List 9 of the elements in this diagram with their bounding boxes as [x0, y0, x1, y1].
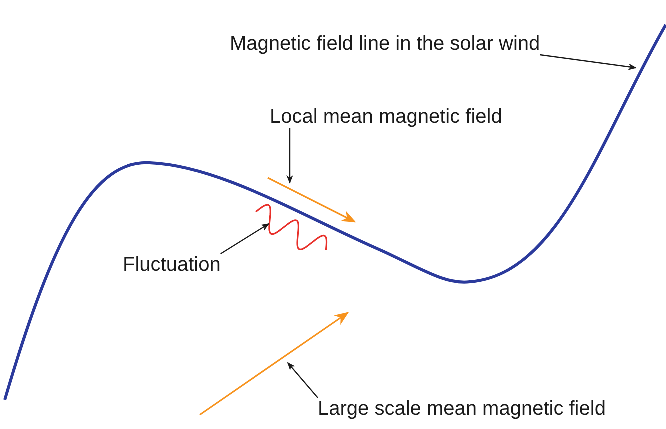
- leader-line: [540, 54, 637, 70]
- callout-text: Large scale mean magnetic field: [318, 398, 606, 420]
- callout-text: Magnetic field line in the solar wind: [230, 33, 540, 55]
- leader-line: [220, 224, 270, 254]
- field-line-curve: [4, 24, 666, 400]
- callout-text: Local mean magnetic field: [270, 106, 502, 128]
- leader-line: [286, 128, 294, 184]
- callout-text: Fluctuation: [123, 254, 221, 276]
- leader-line: [287, 362, 318, 398]
